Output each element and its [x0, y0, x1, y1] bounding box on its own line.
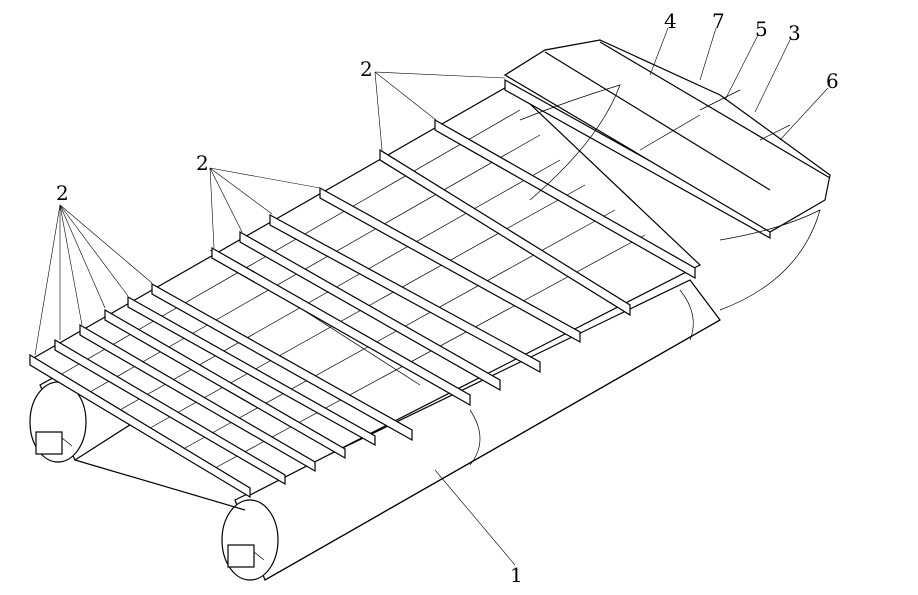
- callout-2-middle: 2: [196, 151, 209, 175]
- callout-1: 1: [510, 563, 523, 587]
- crossbeams-front: [379, 78, 771, 317]
- callout-labels: 1 2 2 2 3 4 5 6 7: [56, 9, 839, 587]
- bow-frame: [503, 39, 831, 311]
- callout-5: 5: [755, 17, 768, 41]
- leader-lines: [34, 27, 829, 566]
- crossbeams-rear: [29, 282, 413, 499]
- crossbeams-middle: [211, 186, 581, 407]
- callout-2-front: 2: [360, 57, 373, 81]
- callout-2-rear: 2: [56, 181, 69, 205]
- callout-4: 4: [664, 9, 677, 33]
- callout-6: 6: [826, 69, 839, 93]
- callout-3: 3: [788, 21, 801, 45]
- callout-7: 7: [712, 9, 725, 33]
